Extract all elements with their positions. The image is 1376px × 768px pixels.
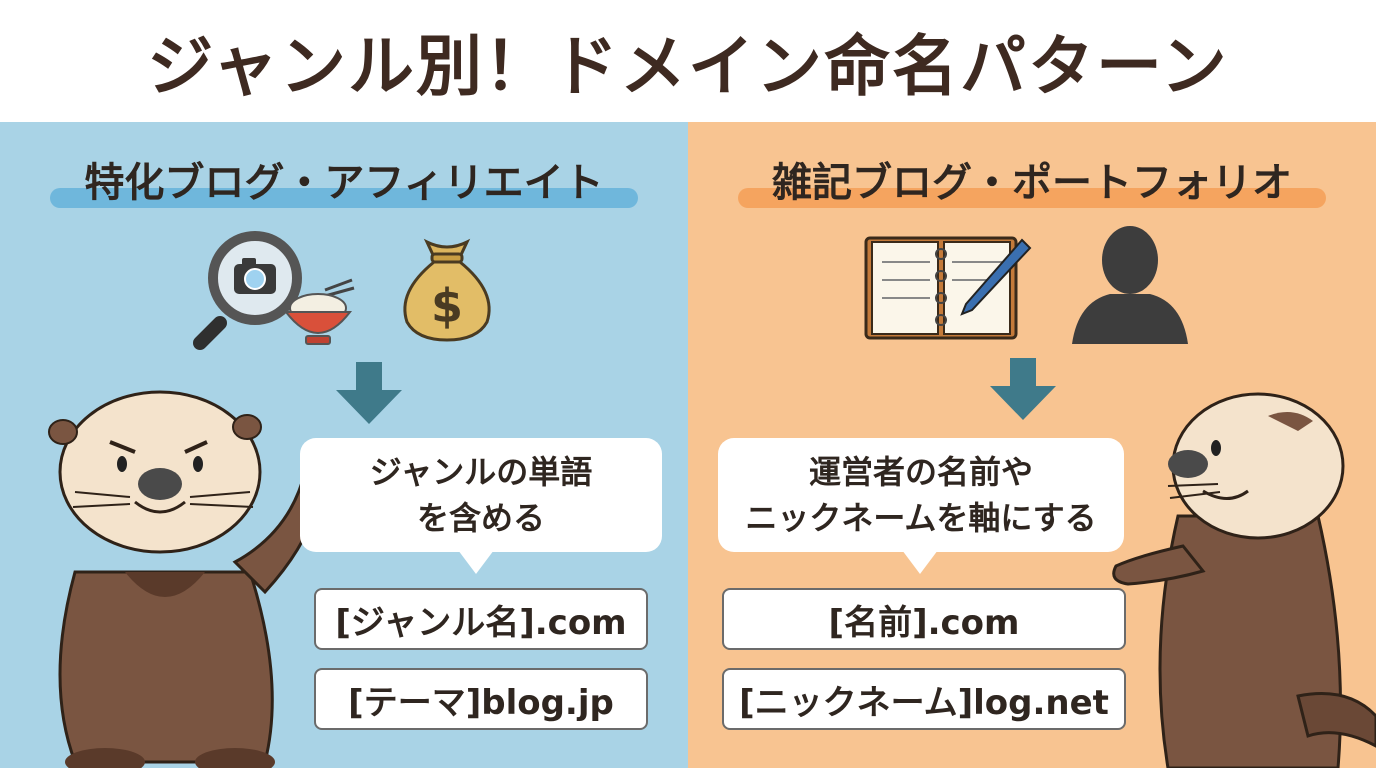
otter-character-gesturing: [1112, 392, 1376, 768]
rice-bowl-icon: [283, 278, 355, 345]
bubble-line-1: ジャンルの単語: [369, 453, 593, 491]
bubble-line-2: を含める: [416, 499, 545, 537]
heading-specialized-label: 特化ブログ・アフィリエイト: [84, 160, 604, 206]
bubble-tail: [458, 550, 494, 574]
heading-underline: [50, 188, 638, 208]
heading-general-label: 雑記ブログ・ポートフォリオ: [772, 160, 1292, 206]
magnifier-camera-icon: [193, 231, 302, 350]
otter-character-pointing: [48, 390, 322, 768]
arrow-down-icon: [990, 358, 1056, 420]
notebook-pen-icon: [864, 236, 1032, 340]
domain-pattern-2: [ニックネーム]log.net: [722, 668, 1126, 730]
person-silhouette-icon: [1072, 226, 1188, 344]
arrow-down-icon: [336, 362, 402, 424]
domain-pattern-1: [ジャンル名].com: [314, 588, 648, 650]
bubble-line-2: ニックネームを軸にする: [745, 499, 1097, 537]
panel-specialized-blog: 特化ブログ・アフィリエイト $: [0, 122, 688, 768]
page-title: ジャンル別！ドメイン命名パターン: [147, 28, 1229, 105]
domain-pattern-1: [名前].com: [722, 588, 1126, 650]
svg-text:$: $: [431, 279, 463, 333]
domain-pattern-2: [テーマ]blog.jp: [314, 668, 648, 730]
heading-underline: [738, 188, 1326, 208]
bubble-tail: [902, 550, 938, 574]
speech-bubble-general: 運営者の名前や ニックネームを軸にする: [718, 438, 1124, 574]
money-bag-icon: $: [403, 238, 491, 342]
speech-bubble-specialized: ジャンルの単語 を含める: [300, 438, 662, 574]
panel-general-blog: 雑記ブログ・ポートフォリオ 運営者の名前や ニックネームを軸にする [名前].c…: [688, 122, 1376, 768]
heading-general: 雑記ブログ・ポートフォリオ: [738, 150, 1326, 212]
bubble-line-1: 運営者の名前や: [808, 453, 1033, 491]
heading-specialized: 特化ブログ・アフィリエイト: [50, 150, 638, 212]
